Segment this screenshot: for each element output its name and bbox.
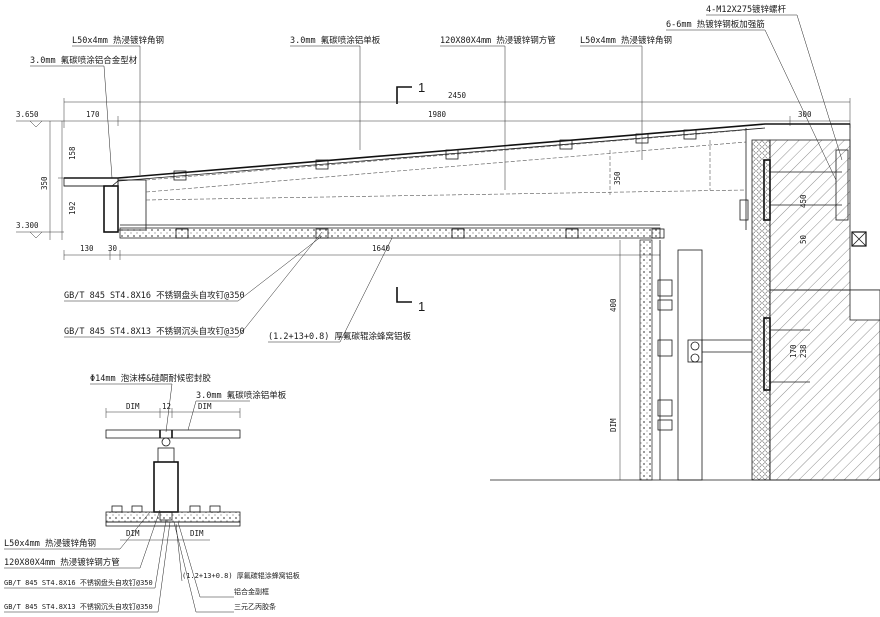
dim-350-mid: 350 [613,171,622,185]
dim-350-left: 350 [40,176,49,190]
dim-170: 170 [86,110,100,119]
detail-screw13-label: GB/T 845 ST4.8X13 不锈钢沉头自攻钉@350 [4,602,153,611]
detail-dim-bottom-1: DIM [126,529,140,538]
soffit-clips [175,228,665,239]
dim-192: 192 [68,201,77,215]
elevation-top: 3.650 [16,110,39,119]
dim-158: 158 [68,146,77,160]
label-stiffener: 6-6mm 热镀锌钢板加强筋 [666,19,765,30]
dim-170-right: 170 [789,344,798,358]
detail-tape-label: 三元乙丙胶条 [234,602,276,611]
dim-238: 238 [799,344,808,358]
label-l50-right: L50x4mm 热浸镀锌角钢 [580,35,672,46]
detail-screw16-label: GB/T 845 ST4.8X16 不锈钢盘头自攻钉@350 [4,578,153,587]
elevation-bottom: 3.300 [16,221,39,230]
label-honeycomb: (1.2+13+0.8) 厚氟碳辊涂蜂窝铝板 [268,331,412,342]
section-cut-marks: 1 1 [396,80,425,314]
detail-dim-mid: 12 [162,402,171,411]
label-profile-left: 3.0mm 氟碳喷涂铝合金型材 [30,55,138,66]
detail-honeycomb-label: (1.2+13+0.8) 厚氟碳辊涂蜂窝铝板 [182,571,300,580]
mullion-clips [657,279,673,431]
detail-dim-left: DIM [126,402,140,411]
section-mark-bottom: 1 [418,299,425,314]
dim-50: 50 [799,234,808,244]
dim-overall: 2450 [448,91,467,100]
building-wall: 450 50 170 238 400 DIM [490,139,880,481]
detail-l50-label: L50x4mm 热浸镀锌角钢 [4,538,96,549]
dim-450: 450 [799,194,808,208]
dim-300: 300 [798,110,812,119]
label-bolt: 4-M12X275镀锌螺杆 [706,4,787,15]
detail-rod-label: Φ14mm 泡沫棒&硅酮耐候密封胶 [90,373,211,384]
label-screw13: GB/T 845 ST4.8X13 不锈钢沉头自攻钉@350 [64,326,245,337]
detail-frame-label: 铝合金副框 [234,587,269,596]
dim-400: 400 [609,298,618,312]
left-dimensions: 350 158 192 [40,121,77,240]
top-dimensions: 2450 170 1980 300 [63,91,851,128]
dim-1980: 1980 [428,110,447,119]
detail-plate-label: 3.0mm 氟碳喷涂铝单板 [196,390,287,401]
section-mark-top: 1 [418,80,425,95]
label-tube-top: 120X80X4mm 热浸镀锌钢方管 [440,35,556,46]
label-plate-top: 3.0mm 氟碳喷涂铝单板 [290,35,381,46]
label-l50-top: L50x4mm 热浸镀锌角钢 [72,35,164,46]
dim-1640: 1640 [372,244,391,253]
label-screw16: GB/T 845 ST4.8X16 不锈钢盘头自攻钉@350 [64,290,245,301]
bottom-dimensions: 130 30 1640 [63,244,661,260]
dim-130: 130 [80,244,94,253]
detail-dim-bottom-2: DIM [190,529,204,538]
detail-tube-label: 120X80X4mm 热浸镀锌钢方管 [4,557,120,568]
main-section-callouts: GB/T 845 ST4.8X16 不锈钢盘头自攻钉@350 GB/T 845 … [64,231,412,343]
elevation-markers: 3.650 3.300 [16,110,64,239]
canopy-section: 350 [63,123,851,239]
dim-dim-vertical: DIM [609,418,618,432]
joint-detail: Φ14mm 泡沫棒&硅酮耐候密封胶 3.0mm 氟碳喷涂铝单板 DIM DIM … [4,373,300,613]
dim-30: 30 [108,244,118,253]
top-callouts: L50x4mm 热浸镀锌角钢 3.0mm 氟碳喷涂铝单板 120X80X4mm … [30,4,843,190]
roof-clips [173,129,697,181]
detail-dim-right: DIM [198,402,212,411]
